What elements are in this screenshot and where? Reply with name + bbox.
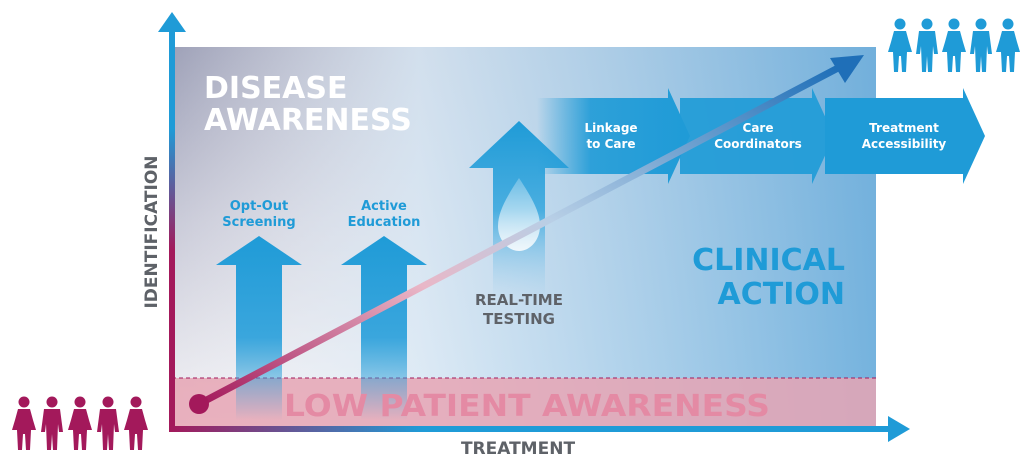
female-person-icon	[888, 18, 912, 72]
care-coordinators-line2: Coordinators	[714, 137, 802, 151]
x-axis-label: TREATMENT	[461, 439, 575, 459]
real-time-testing-line1: REAL-TIME	[475, 291, 563, 309]
up-arrow-active-education	[341, 236, 427, 420]
real-time-testing-line2: TESTING	[483, 310, 555, 328]
trend-arrowhead	[830, 55, 864, 83]
linkage-label-line1: Linkage	[584, 121, 637, 135]
male-person-icon	[970, 18, 992, 72]
female-person-icon	[68, 396, 92, 450]
opt-out-label-line1: Opt-Out	[230, 199, 289, 214]
x-axis-arrowhead	[888, 416, 910, 442]
male-person-icon	[97, 396, 119, 450]
trend-start-dot	[189, 394, 209, 414]
right-arrow-care-coordinators	[680, 88, 834, 184]
clinical-action-line2: ACTION	[718, 277, 845, 312]
person-group-icon	[12, 396, 148, 450]
person-group-icon	[888, 18, 1020, 72]
active-education-label-line2: Education	[348, 215, 421, 230]
y-axis-arrowhead	[158, 12, 186, 32]
up-arrow-opt-out	[216, 236, 302, 420]
active-education-label-line1: Active	[361, 199, 407, 214]
opt-out-label-line2: Screening	[222, 215, 295, 230]
treatment-accessibility-line2: Accessibility	[862, 137, 947, 151]
low-awareness-band	[172, 378, 876, 430]
linkage-label-line2: to Care	[586, 137, 635, 151]
care-coordinators-line1: Care	[743, 121, 774, 135]
clinical-action-line1: CLINICAL	[692, 243, 845, 278]
female-person-icon	[996, 18, 1020, 72]
disease-awareness-line1: DISEASE	[204, 71, 347, 106]
right-arrow-linkage	[537, 88, 690, 184]
male-person-icon	[916, 18, 938, 72]
y-axis	[158, 12, 186, 432]
female-person-icon	[942, 18, 966, 72]
trend-arrow	[189, 55, 864, 414]
female-person-icon	[124, 396, 148, 450]
low-patient-awareness-label: LOW PATIENT AWARENESS	[284, 389, 770, 424]
y-axis-label: IDENTIFICATION	[142, 155, 162, 308]
treatment-accessibility-line1: Treatment	[869, 121, 939, 135]
x-axis	[170, 416, 910, 442]
disease-awareness-line2: AWARENESS	[204, 103, 412, 138]
female-person-icon	[12, 396, 36, 450]
male-person-icon	[41, 396, 63, 450]
right-arrow-treatment-accessibility	[825, 88, 985, 184]
